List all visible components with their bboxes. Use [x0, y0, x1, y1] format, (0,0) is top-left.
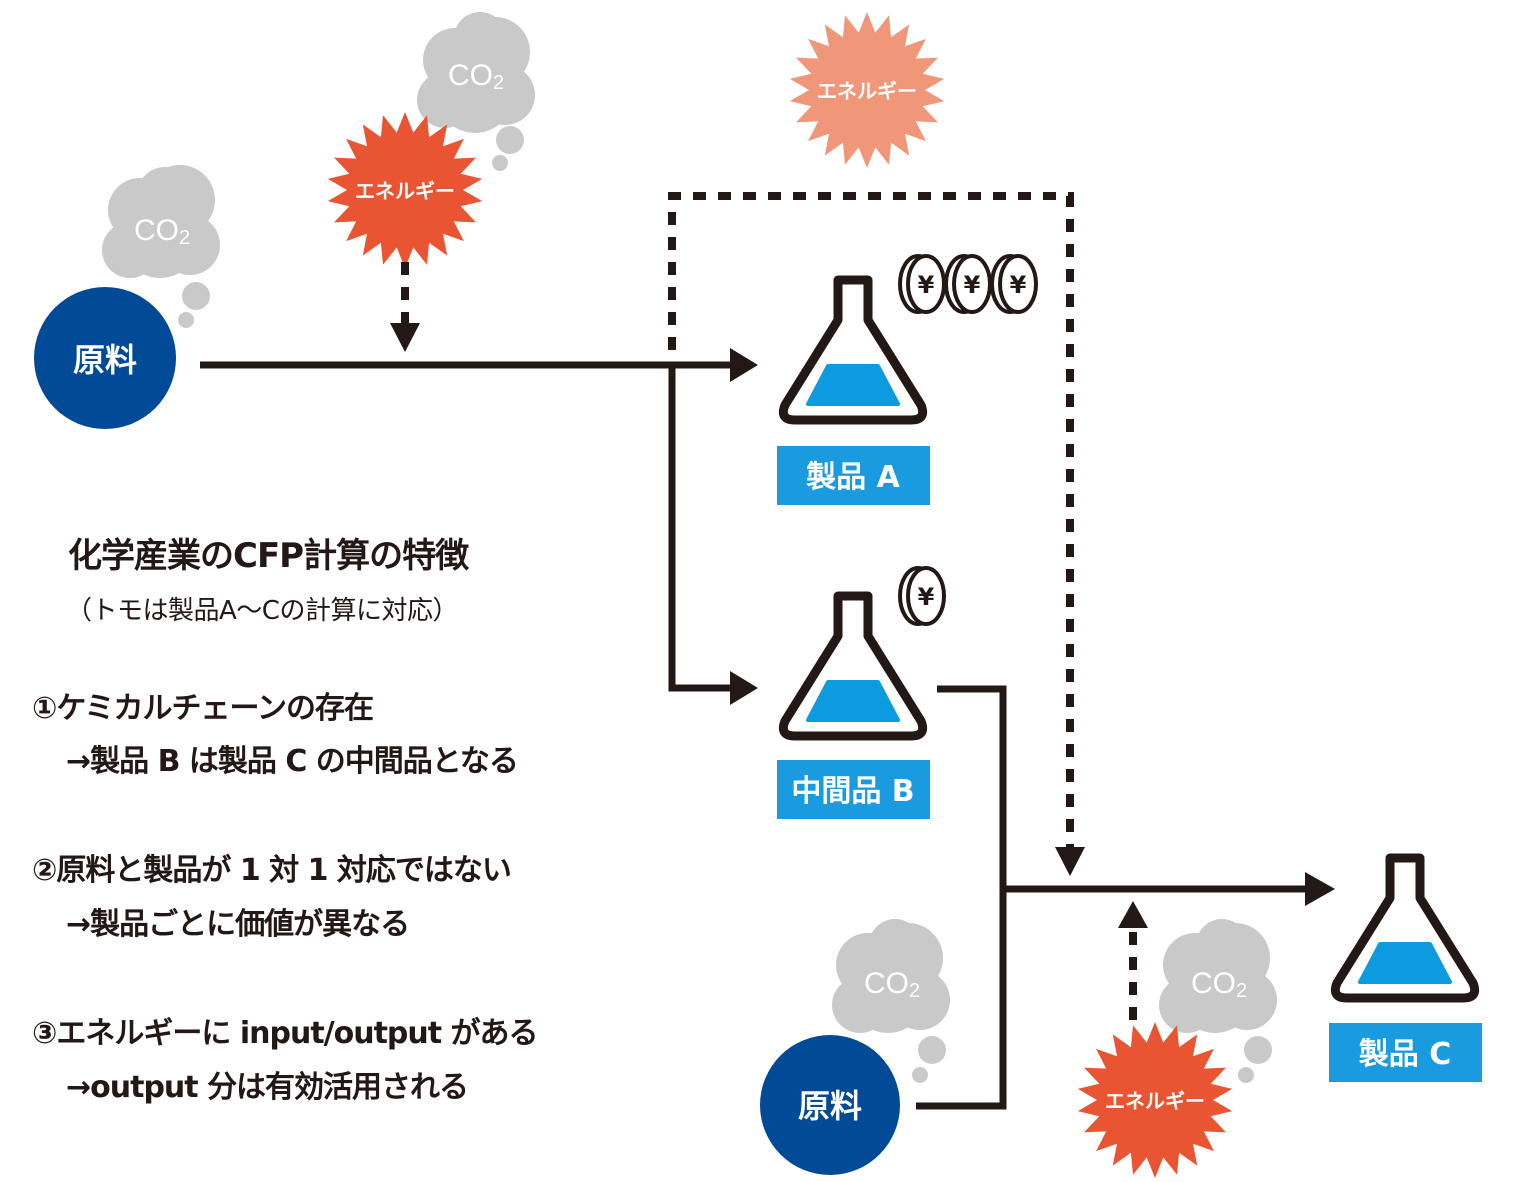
yen-coin-icon: ¥	[898, 566, 946, 626]
feature-note-1: →製品 B は製品 C の中間品となる	[66, 744, 519, 779]
burst-icon	[789, 12, 945, 168]
arrowhead-icon	[390, 323, 420, 352]
energy-input-burst-1: エネルギー	[327, 112, 483, 268]
svg-text:CO2: CO2	[1191, 967, 1247, 1002]
burst-icon	[1077, 1022, 1233, 1178]
svg-text:製品 A: 製品 A	[806, 460, 900, 495]
co2-cloud-3: CO2	[832, 919, 950, 1083]
cloud-icon	[102, 165, 220, 328]
intermediate-b-value-coins: ¥	[898, 566, 946, 626]
flow-lines	[200, 361, 1310, 1110]
feature-item-2: ②原料と製品が 1 対 1 対応ではない	[32, 853, 512, 888]
arrowhead-icon	[1305, 872, 1335, 906]
features-subtitle: （トモは製品A〜Cの計算に対応）	[66, 596, 458, 626]
raw-material-label: 原料	[798, 1087, 862, 1125]
yen-symbol: ¥	[1010, 271, 1027, 299]
intermediate-b-flask	[778, 591, 928, 741]
energy-input-burst-2: エネルギー	[1077, 1022, 1233, 1178]
product-c-label: 製品 C	[1329, 1023, 1482, 1082]
product-a-flask	[778, 275, 928, 425]
raw-material-label: 原料	[73, 341, 137, 379]
yen-symbol: ¥	[964, 271, 981, 299]
raw-material-circle	[34, 287, 176, 429]
svg-text:CO2: CO2	[448, 59, 504, 94]
feature-item-3: ③エネルギーに input/output がある	[32, 1016, 539, 1051]
co2-cloud-2: CO2	[417, 12, 535, 171]
svg-text:CO2: CO2	[864, 967, 920, 1002]
raw-material-node-1: 原料	[34, 287, 176, 429]
product-c-flask	[1330, 853, 1480, 1003]
co2-label: CO	[1191, 967, 1236, 1000]
yen-coin-icon: ¥	[944, 254, 992, 314]
feature-item-1: ①ケミカルチェーンの存在	[32, 691, 374, 726]
energy-label: エネルギー	[1105, 1089, 1205, 1113]
co2-cloud-4: CO2	[1159, 919, 1277, 1083]
energy-label: エネルギー	[817, 79, 917, 103]
arrowhead-icon	[1055, 847, 1085, 876]
flow-line-b-and-raw-to-c	[916, 685, 1007, 1110]
product-a-value-coins: ¥ ¥ ¥	[898, 254, 1038, 314]
flow-line-branch-to-b	[668, 365, 735, 692]
yen-coin-icon: ¥	[990, 254, 1038, 314]
feature-note-3: →output 分は有効活用される	[66, 1070, 469, 1105]
cloud-icon	[417, 12, 535, 171]
arrowhead-icon	[1118, 901, 1148, 928]
svg-text:製品 C: 製品 C	[1359, 1037, 1451, 1072]
flask-icon	[778, 591, 928, 741]
energy-output-recycle-line	[668, 192, 1074, 850]
energy-output-burst: エネルギー	[789, 12, 945, 168]
burst-icon	[327, 112, 483, 268]
feature-note-2: →製品ごとに価値が異なる	[66, 907, 410, 942]
energy-label: エネルギー	[355, 179, 455, 203]
co2-label: CO	[864, 967, 909, 1000]
cloud-icon	[1159, 919, 1277, 1083]
arrowhead-icon	[730, 348, 758, 382]
flask-icon	[778, 275, 928, 425]
flow-arrowheads	[730, 348, 1335, 906]
svg-text:CO2: CO2	[134, 214, 190, 249]
raw-material-circle	[760, 1035, 900, 1175]
svg-text:中間品 B: 中間品 B	[791, 774, 914, 809]
yen-symbol: ¥	[918, 583, 935, 611]
intermediate-b-label: 中間品 B	[777, 760, 930, 819]
features-title: 化学産業のCFP計算の特徴	[68, 536, 469, 576]
yen-coin-icon: ¥	[898, 254, 946, 314]
cloud-icon	[832, 919, 950, 1083]
co2-cloud-1: CO2	[102, 165, 220, 328]
product-a-label: 製品 A	[777, 446, 930, 505]
co2-label: CO	[448, 59, 493, 92]
arrowhead-icon	[730, 671, 758, 705]
energy-dashed-lines	[401, 192, 1137, 1020]
yen-symbol: ¥	[918, 271, 935, 299]
co2-label: CO	[134, 214, 179, 247]
flask-icon	[1330, 853, 1480, 1003]
raw-material-node-2: 原料	[760, 1035, 900, 1175]
